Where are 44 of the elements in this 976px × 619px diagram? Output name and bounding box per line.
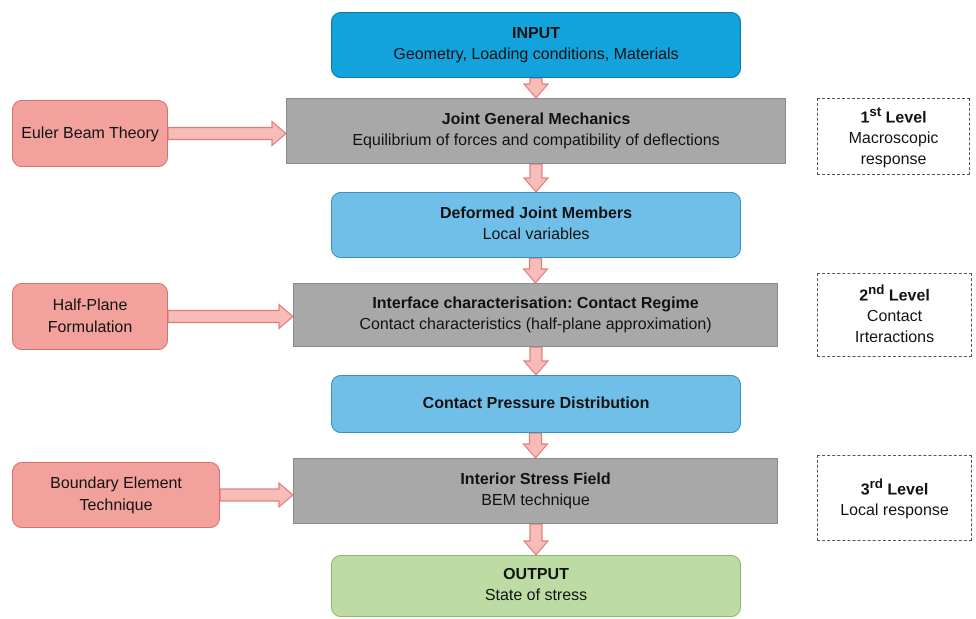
block-arrow [167, 120, 287, 147]
block-arrow [522, 346, 550, 376]
node-heading: 2$^{nd}$ Level [859, 281, 930, 306]
block-arrow [522, 257, 549, 284]
node-text: Contact characteristics (half-plane approximation) [359, 315, 712, 335]
block-arrow [522, 77, 550, 99]
block-arrow [522, 163, 550, 193]
process-box [286, 98, 786, 164]
node-text: Local variables [482, 225, 590, 245]
node-heading: Joint General Mechanics [442, 110, 630, 130]
node-text: Contact Pressure Distribution [422, 394, 650, 414]
block-arrow [522, 523, 550, 556]
process-box [293, 458, 778, 524]
output-box [331, 555, 741, 617]
node-heading: 3$^{rd}$ Level [860, 474, 928, 500]
process-box [331, 375, 741, 433]
method-box [12, 462, 220, 528]
node-text: Boundary Element Technique [49, 474, 183, 516]
node-text: Macroscopic response [848, 128, 940, 170]
block-arrow [522, 432, 549, 459]
node-text: Geometry, Loading conditions, Materials [393, 45, 679, 65]
process-box [293, 283, 778, 347]
node-text: Equilibrium of forces and compatibility of deflections [352, 131, 720, 151]
input-box [331, 12, 741, 78]
node-text: Local response [840, 500, 949, 521]
node-heading: 1$^{st}$ Level [860, 102, 927, 128]
method-box [12, 283, 168, 350]
node-heading: INPUT [512, 24, 560, 44]
block-arrow [167, 303, 294, 330]
block-arrow [219, 482, 294, 508]
level-box [817, 455, 972, 541]
level-box [817, 98, 970, 175]
node-text: State of stress [484, 586, 588, 606]
node-text: Euler Beam Theory [21, 124, 159, 144]
node-text: BEM technique [481, 491, 590, 511]
node-heading: OUTPUT [503, 565, 569, 586]
node-text: Half-Plane Formulation [46, 296, 134, 338]
process-box [331, 192, 741, 258]
node-heading: Deformed Joint Members [440, 204, 632, 224]
level-box [817, 273, 972, 357]
node-heading: Interface characterisation: Contact Regime [372, 294, 699, 314]
node-heading: Interior Stress Field [460, 470, 611, 490]
node-text: Contact Irteractions [854, 307, 936, 348]
method-box [12, 100, 168, 167]
